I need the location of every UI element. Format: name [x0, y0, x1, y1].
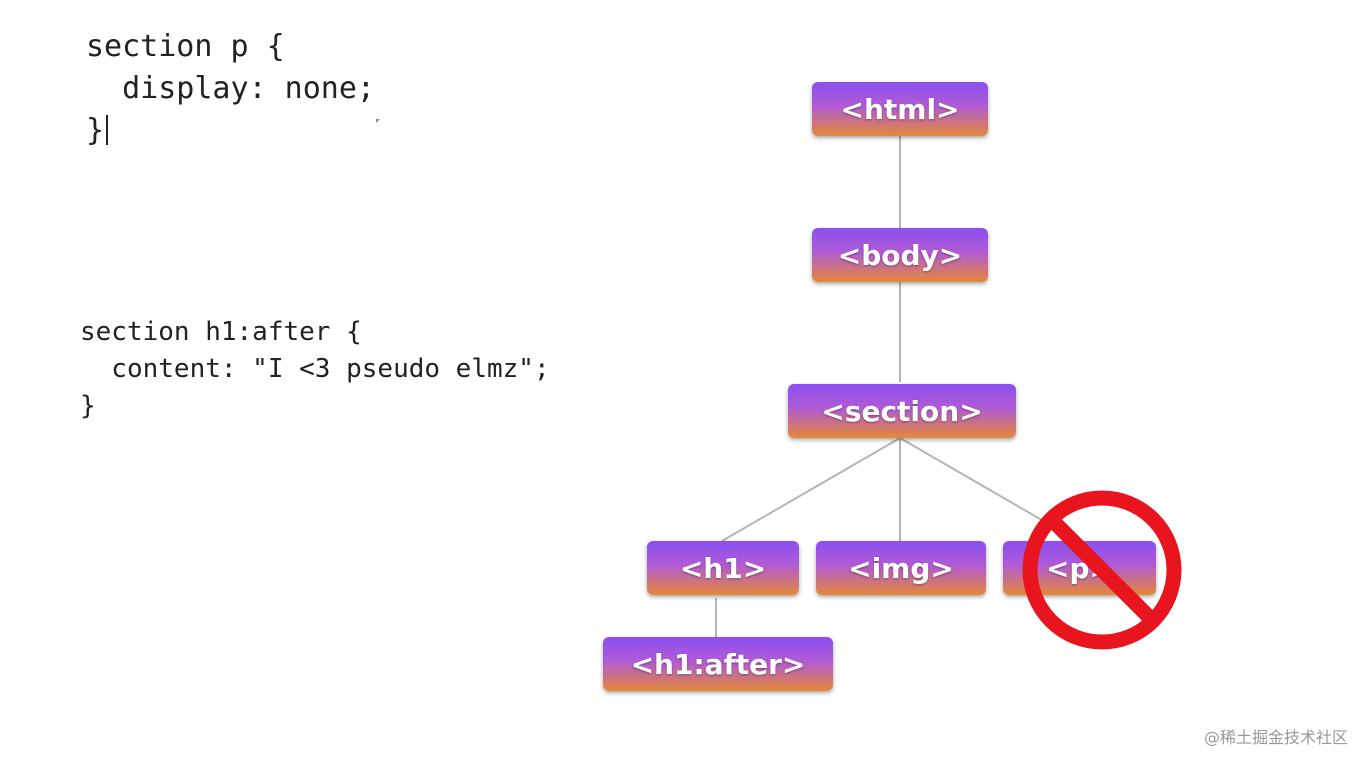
node-html: <html> [812, 82, 988, 136]
text-caret [106, 115, 109, 145]
node-h1: <h1> [647, 541, 799, 595]
node-img: <img> [816, 541, 986, 595]
code-line: } [86, 113, 105, 148]
node-h1-after: <h1:after> [603, 637, 833, 691]
css-rule-section-p: section p { display: none; } [86, 26, 375, 152]
code-line: } [80, 391, 96, 421]
edge-section-h1 [721, 437, 901, 542]
code-line: section p { [86, 29, 285, 64]
watermark: @稀土掘金技术社区 [1203, 728, 1348, 747]
css-rule-section-h1-after: section h1:after { content: "I <3 pseudo… [80, 314, 550, 425]
no-entry-icon [1022, 490, 1182, 650]
code-line: section h1:after { [80, 317, 362, 347]
node-section: <section> [788, 384, 1016, 438]
mouse-pointer-icon [376, 119, 380, 123]
code-line: display: none; [86, 71, 375, 106]
node-body: <body> [812, 228, 988, 282]
code-line: content: "I <3 pseudo elmz"; [80, 354, 550, 384]
